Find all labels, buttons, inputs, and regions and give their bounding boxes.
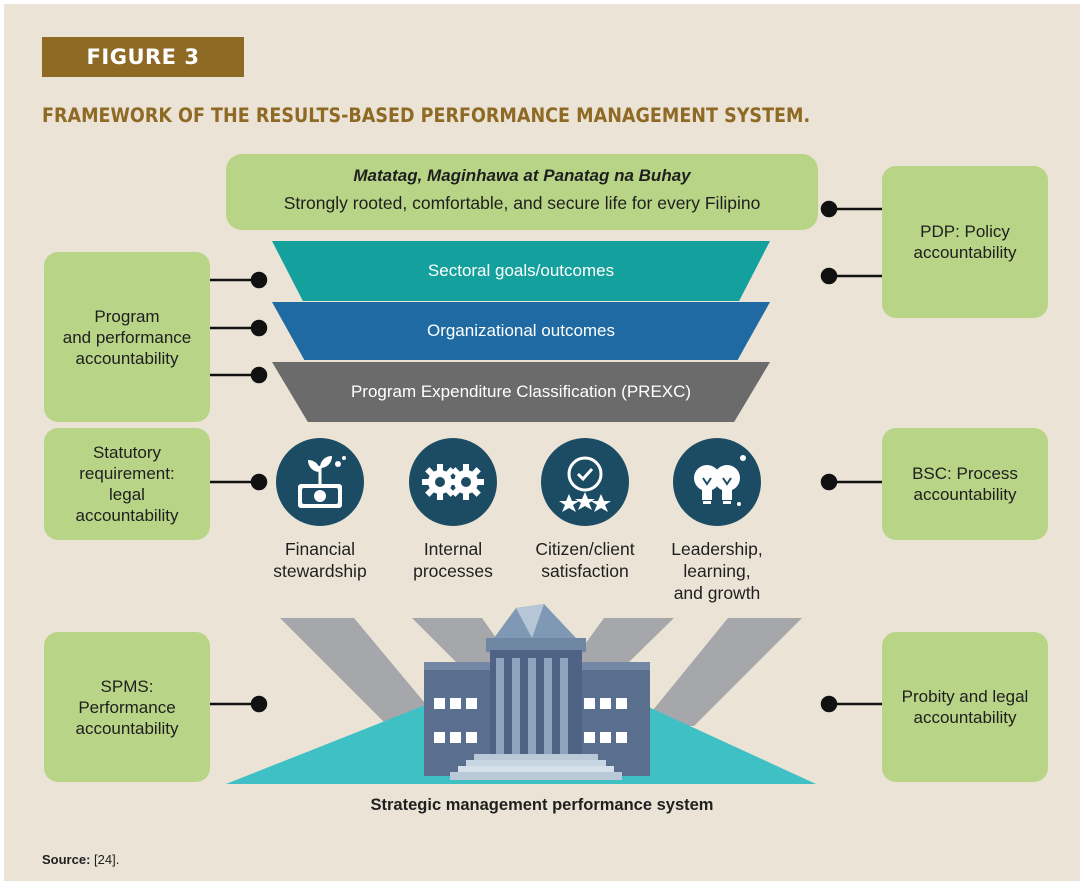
goal-subtitle: Strongly rooted, comfortable, and secure… <box>283 193 761 213</box>
connector-dot <box>820 473 838 491</box>
statutory-accountability-box: Statutory requirement: legal accountabil… <box>44 428 210 540</box>
connector-dot <box>820 200 838 218</box>
financial-stewardship-label: Financial stewardship <box>273 539 367 581</box>
bsc-accountability-box: BSC: Process accountability <box>882 428 1048 540</box>
building-icon <box>424 604 650 780</box>
prexc-label: Program Expenditure Classification (PREX… <box>350 382 692 401</box>
backdrop-ray <box>280 618 444 726</box>
sectoral-goals-band: Sectoral goals/outcomes <box>272 241 770 301</box>
money-plant-icon <box>276 438 364 526</box>
goal-box: Matatag, Maginhawa at Panatag na Buhay S… <box>226 154 818 230</box>
connector-dot <box>250 473 268 491</box>
connector-dot <box>820 695 838 713</box>
connector-dot <box>250 695 268 713</box>
citizen-satisfaction-label: Citizen/client satisfaction <box>535 539 635 581</box>
award-stars-icon <box>541 438 629 526</box>
spms-accountability-box: SPMS: Performance accountability <box>44 632 210 782</box>
probity-accountability-box: Probity and legal accountability <box>882 632 1048 782</box>
framework-figure: FIGURE 3 FRAMEWORK OF THE RESULTS-BASED … <box>4 4 1080 881</box>
organizational-outcomes-label: Organizational outcomes <box>426 321 616 340</box>
gears-icon <box>409 438 497 526</box>
lightbulbs-icon <box>673 438 761 526</box>
figure-tag: FIGURE 3 <box>42 37 244 77</box>
building-backdrop <box>226 604 816 784</box>
goal-title: Matatag, Maginhawa at Panatag na Buhay <box>353 166 691 185</box>
pdp-accountability-box: PDP: Policy accountability <box>882 166 1048 318</box>
strategic-system-label: Strategic management performance system <box>370 796 714 814</box>
connector-dot <box>250 366 268 384</box>
leadership-growth-label: Leadership, learning, and growth <box>671 539 763 603</box>
organizational-outcomes-band: Organizational outcomes <box>272 302 770 360</box>
connector-dot <box>820 267 838 285</box>
figure-title: FRAMEWORK OF THE RESULTS-BASED PERFORMAN… <box>42 104 811 127</box>
connector-dot <box>250 271 268 289</box>
backdrop-ray <box>640 618 802 726</box>
sectoral-goals-label: Sectoral goals/outcomes <box>427 261 615 280</box>
program-accountability-box: Program and performance accountability <box>44 252 210 422</box>
source-label: Source: <box>42 852 91 867</box>
prexc-band: Program Expenditure Classification (PREX… <box>272 362 770 422</box>
source-note: Source: [24]. <box>42 852 119 867</box>
connector-dot <box>250 319 268 337</box>
source-text: [24]. <box>94 852 120 867</box>
connectors <box>210 200 882 713</box>
internal-processes-label: Internal processes <box>413 539 493 581</box>
